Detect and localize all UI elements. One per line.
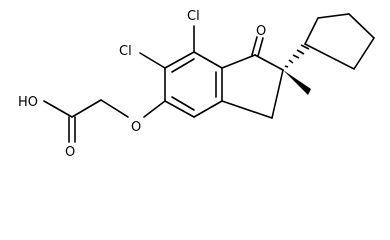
cyclopentyl-ring [303,13,376,71]
molecule-diagram: Cl Cl O O HO O [18,9,376,160]
hashed-bond [284,44,310,68]
carbonyl-oxygen-label: O [65,145,75,160]
bond-ch2-cooh [71,99,102,118]
bond-ring-ether [143,100,166,118]
bond-ether-ch2 [100,99,129,118]
bond-cl-left [139,52,166,69]
hydroxyl-label: HO [18,95,38,110]
chlorine-label-top: Cl [187,9,200,24]
ketone-oxygen-label: O [256,24,266,39]
cyclopentanone-ring [221,54,284,119]
ketone-group [251,36,264,57]
ether-oxygen-label: O [131,120,141,135]
benzene-ring [164,51,223,118]
structure-drawing: Cl Cl O O HO O [18,9,376,160]
carboxyl-group [43,100,76,143]
chlorine-label-left: Cl [119,44,132,59]
methyl-wedge-bond [283,70,311,95]
